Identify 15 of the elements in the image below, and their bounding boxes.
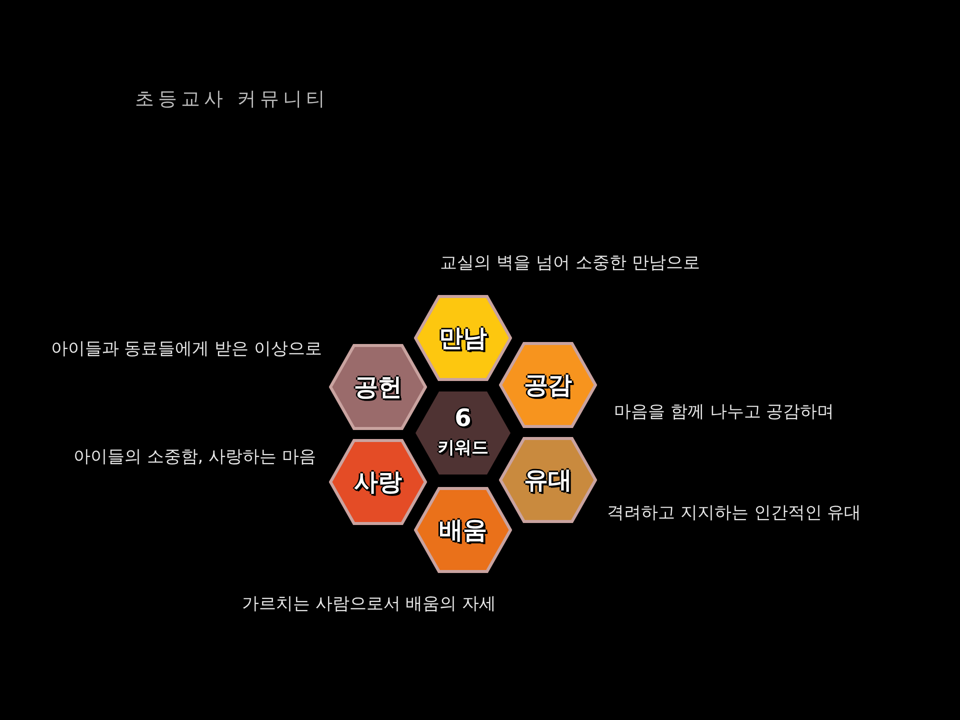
description-text: 아이들의 소중함, 사랑하는 마음	[73, 446, 316, 468]
keyword-label: 공감	[523, 370, 573, 401]
keyword-label: 사랑	[353, 467, 403, 498]
keyword-label: 만남	[438, 323, 488, 354]
keyword-label: 배움	[438, 515, 488, 546]
description-text: 아이들과 동료들에게 받은 이상으로	[50, 338, 322, 360]
description-text: 교실의 벽을 넘어 소중한 만남으로	[440, 252, 700, 274]
keyword-label: 키워드	[436, 437, 490, 459]
keyword-label: 공헌	[353, 372, 403, 403]
keyword-label: 유대	[523, 465, 573, 496]
tagline-text: 초등교사 커뮤니티	[135, 87, 330, 112]
description-text: 가르치는 사람으로서 배움의 자세	[242, 593, 496, 615]
description-text: 마음을 함께 나누고 공감하며	[614, 401, 834, 423]
description-text: 격려하고 지지하는 인간적인 유대	[607, 502, 862, 524]
keyword-label: 6	[454, 404, 472, 432]
